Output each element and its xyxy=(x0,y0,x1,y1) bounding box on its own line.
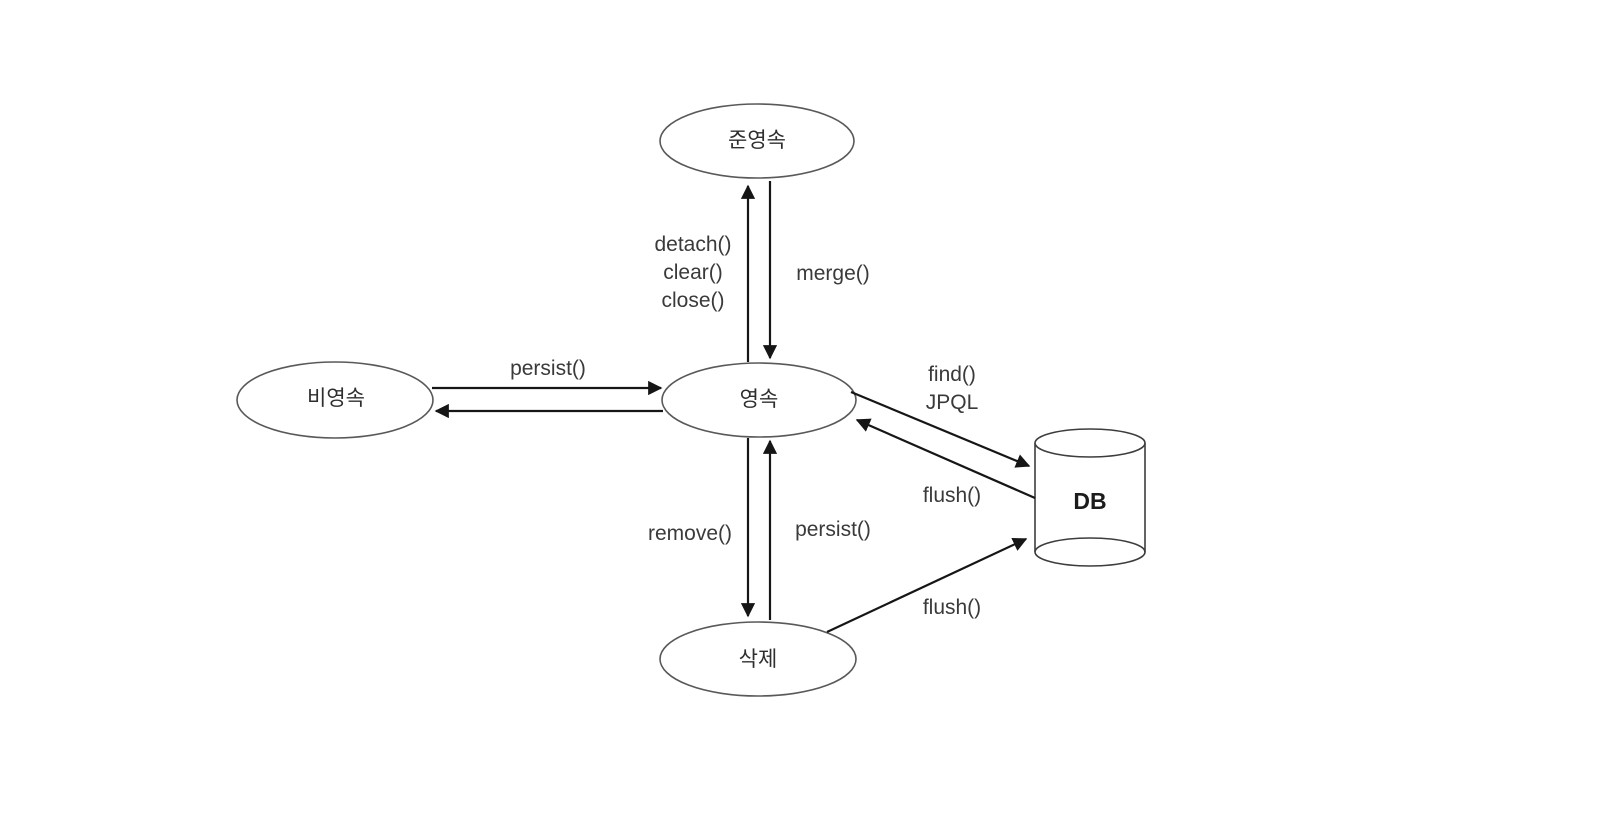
node-transient-ellipse xyxy=(236,361,434,439)
arrow-flush-removed-to-db xyxy=(826,537,1028,633)
node-removed-ellipse xyxy=(659,621,857,697)
node-detached-ellipse xyxy=(659,103,855,179)
node-transient-label: 비영속 xyxy=(307,387,365,410)
edge-label-jpql: JPQL xyxy=(925,391,979,414)
transition-arrows xyxy=(432,181,1036,633)
edge-label-detach-clear-close: detach() clear() close() xyxy=(654,231,731,315)
edge-label-flush-removed: flush() xyxy=(922,596,982,619)
arrow-managed-to-db xyxy=(850,390,1031,468)
edge-label-remove: remove() xyxy=(647,522,733,545)
edge-label-find-jpql: find() JPQL xyxy=(926,361,979,417)
edge-label-persist-removed: persist() xyxy=(795,518,871,541)
edge-label-persist-transient: persist() xyxy=(510,357,586,380)
node-detached-label: 준영속 xyxy=(728,129,786,152)
node-managed-label: 영속 xyxy=(739,388,779,411)
arrow-db-to-managed xyxy=(855,418,1036,500)
edge-label-flush-managed: flush() xyxy=(922,484,982,507)
edge-label-merge: merge() xyxy=(796,262,870,285)
edge-label-detach: detach() xyxy=(654,233,732,256)
db-node-label: DB xyxy=(1073,488,1107,514)
node-managed-ellipse xyxy=(661,362,857,438)
edge-label-find: find() xyxy=(928,363,976,386)
edge-label-close: close() xyxy=(661,289,725,312)
edge-label-clear: clear() xyxy=(663,261,723,284)
node-removed-label: 삭제 xyxy=(738,648,778,671)
